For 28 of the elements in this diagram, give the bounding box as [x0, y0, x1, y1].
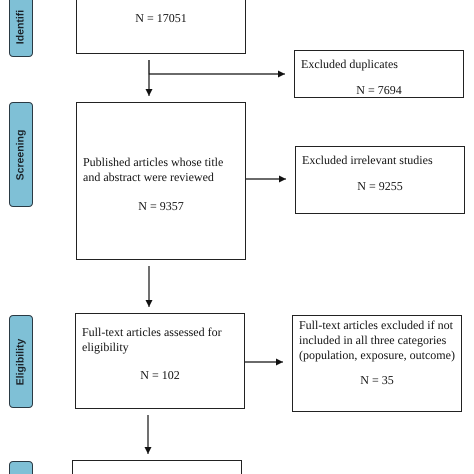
- arrow: [144, 415, 152, 454]
- box-text: Full-text articles assessed for eligibility: [82, 325, 223, 355]
- count-label: N = 9357: [137, 199, 185, 214]
- process-box: [76, 0, 246, 54]
- box-text: Published articles whose title and abstract were reviewed: [83, 155, 224, 185]
- arrow: [148, 60, 285, 78]
- stage-label: Screening: [14, 129, 28, 180]
- process-box: [295, 146, 465, 214]
- process-box: [75, 313, 245, 409]
- stage-band: [9, 102, 33, 207]
- stage-label: Eligibility: [14, 338, 28, 385]
- box-text: Full-text articles excluded if not included in all three categories (population, exposure, outcome): [299, 318, 455, 363]
- count-label: N = 9255: [356, 179, 404, 194]
- process-box: [76, 102, 246, 260]
- arrow: [146, 266, 152, 307]
- count-label: N = 17051: [134, 11, 188, 26]
- process-box: [294, 50, 464, 98]
- stage-label: Identifi: [14, 9, 28, 44]
- box-text: Excluded duplicates: [301, 57, 399, 72]
- arrow: [246, 176, 286, 182]
- count-label: N = 35: [359, 373, 395, 388]
- count-label: N = 7694: [355, 83, 403, 98]
- arrow: [245, 358, 283, 366]
- stage-band: [9, 315, 33, 408]
- stage-band: [9, 0, 33, 57]
- count-label: N = 102: [139, 368, 181, 383]
- box-text: Excluded irrelevant studies: [302, 153, 434, 168]
- process-box: [292, 315, 462, 412]
